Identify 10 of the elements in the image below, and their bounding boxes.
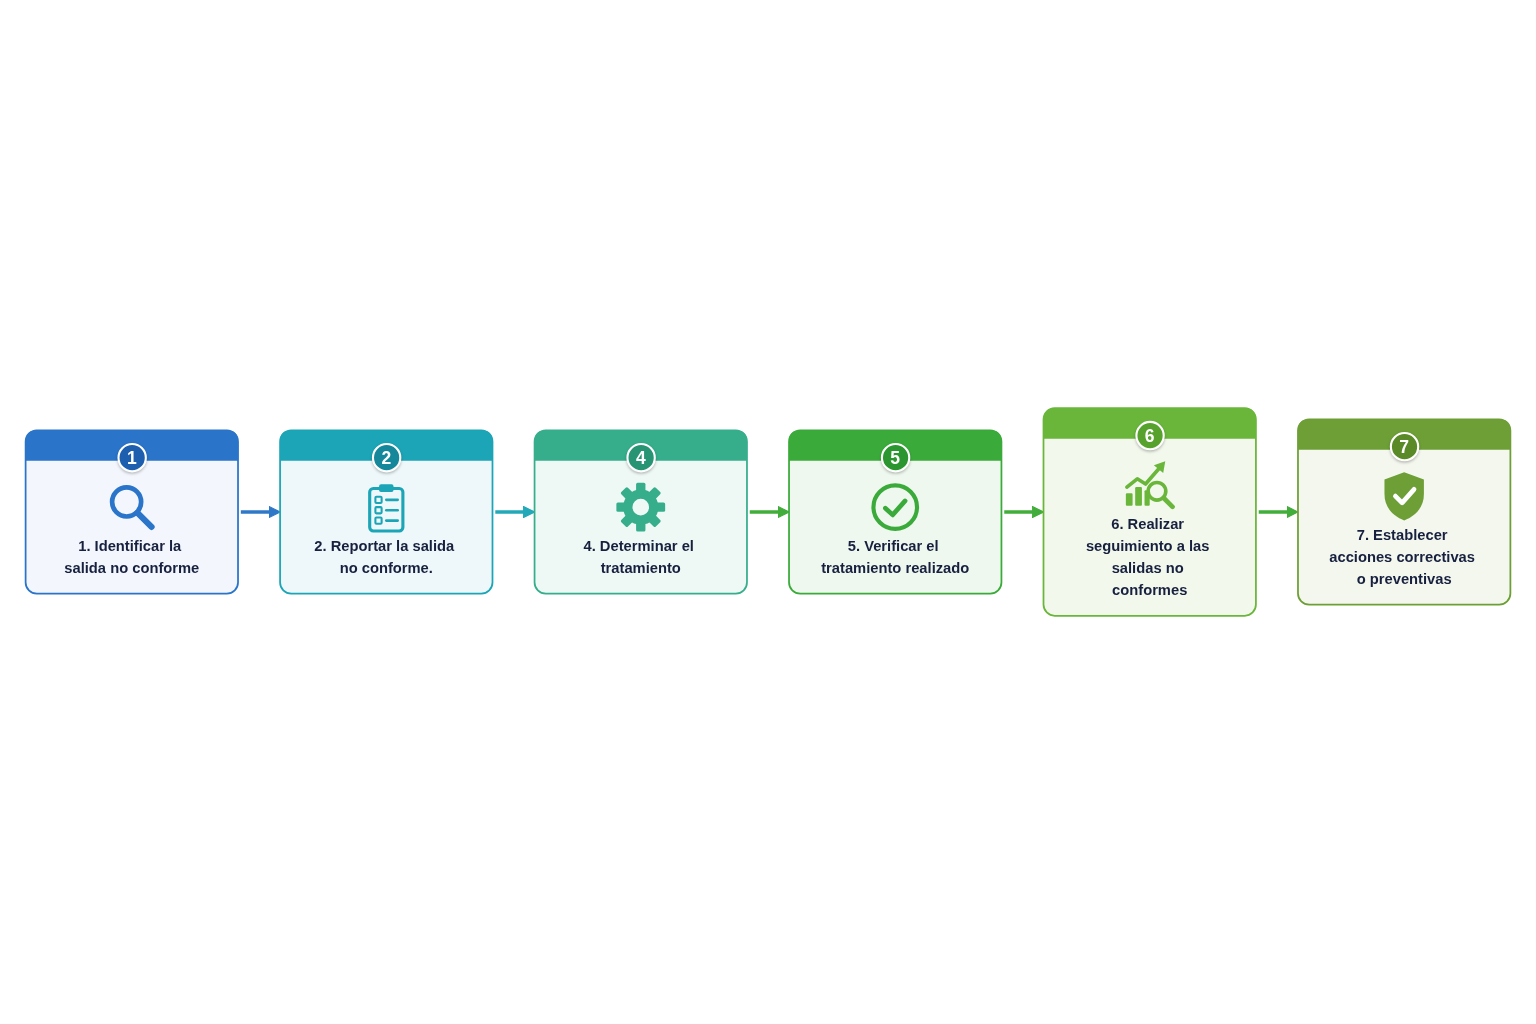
step-card: 1 1. Identificar la salida no conforme <box>24 429 239 595</box>
arrow <box>240 505 281 519</box>
step-card: 4 4. Determinar el tratamiento <box>533 429 748 595</box>
arrow <box>749 505 790 519</box>
node-label: 7. Establecer acciones correctivas o preventivas <box>1329 526 1475 587</box>
step-card: 6 6. Realizar seguimiento a las salidas no conformes <box>1042 407 1257 617</box>
step-card: 5 5. Verificar el tratamiento realizado <box>788 429 1003 595</box>
step-card: 7 7. Establecer acciones correctivas o preventivas <box>1297 418 1512 606</box>
node-label: 6. Realizar seguimiento a las salidas no conformes <box>1085 515 1210 598</box>
step-card: 2 2. Reportar la salida no conforme. <box>279 429 494 595</box>
